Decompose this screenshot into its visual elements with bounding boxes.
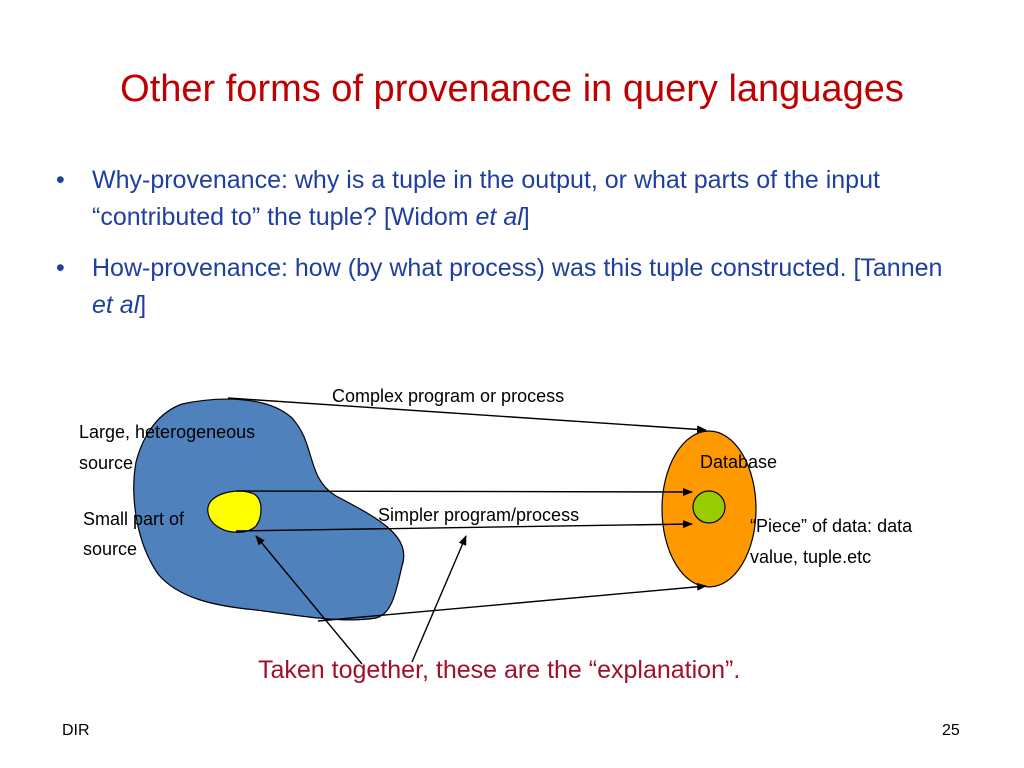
simpler-program-label: Simpler program/process bbox=[378, 505, 580, 525]
complex-arrow-top bbox=[227, 397, 707, 434]
footer-left-label: DIR bbox=[62, 722, 90, 739]
data-piece-circle bbox=[692, 490, 726, 524]
large-source-blob bbox=[133, 398, 405, 621]
small-part-label-line1: Small part of bbox=[83, 509, 185, 529]
data-piece-label-line1: “Piece” of data: data bbox=[750, 516, 913, 536]
bullet-text-end: ] bbox=[522, 203, 530, 231]
bullet-text: Why-provenance: why is a tuple in the ou… bbox=[92, 166, 880, 231]
bullet-how-provenance: • How-provenance: how (by what process) … bbox=[52, 250, 952, 324]
bullet-text-end: ] bbox=[139, 291, 147, 319]
simpler-arrow-top bbox=[235, 487, 693, 496]
simpler-arrow-bottom bbox=[235, 520, 693, 532]
bullet-list: • Why-provenance: why is a tuple in the … bbox=[52, 162, 952, 338]
data-piece-label-line2: value, tuple.etc bbox=[750, 547, 872, 567]
small-part-label-line2: source bbox=[83, 539, 138, 559]
explanation-arrow-to-process bbox=[411, 535, 467, 663]
slide-title: Other forms of provenance in query langu… bbox=[120, 68, 904, 110]
explanation-caption: Taken together, these are the “explanati… bbox=[258, 656, 741, 684]
small-part-blob bbox=[207, 490, 262, 533]
bullet-glyph: • bbox=[56, 254, 65, 282]
bullet-glyph: • bbox=[56, 166, 65, 194]
large-source-label-line1: Large, heterogeneous bbox=[79, 422, 256, 442]
database-label: Database bbox=[700, 452, 778, 472]
bullet-italic: et al bbox=[475, 203, 523, 231]
complex-program-label: Complex program or process bbox=[332, 386, 565, 406]
large-source-label-line2: source bbox=[79, 453, 134, 473]
page-number: 25 bbox=[942, 722, 960, 739]
explanation-arrow-to-source bbox=[255, 535, 363, 665]
bullet-text: How-provenance: how (by what process) wa… bbox=[92, 254, 943, 282]
bullet-italic: et al bbox=[92, 291, 140, 319]
bullet-why-provenance: • Why-provenance: why is a tuple in the … bbox=[52, 162, 952, 236]
complex-arrow-bottom bbox=[317, 582, 707, 622]
